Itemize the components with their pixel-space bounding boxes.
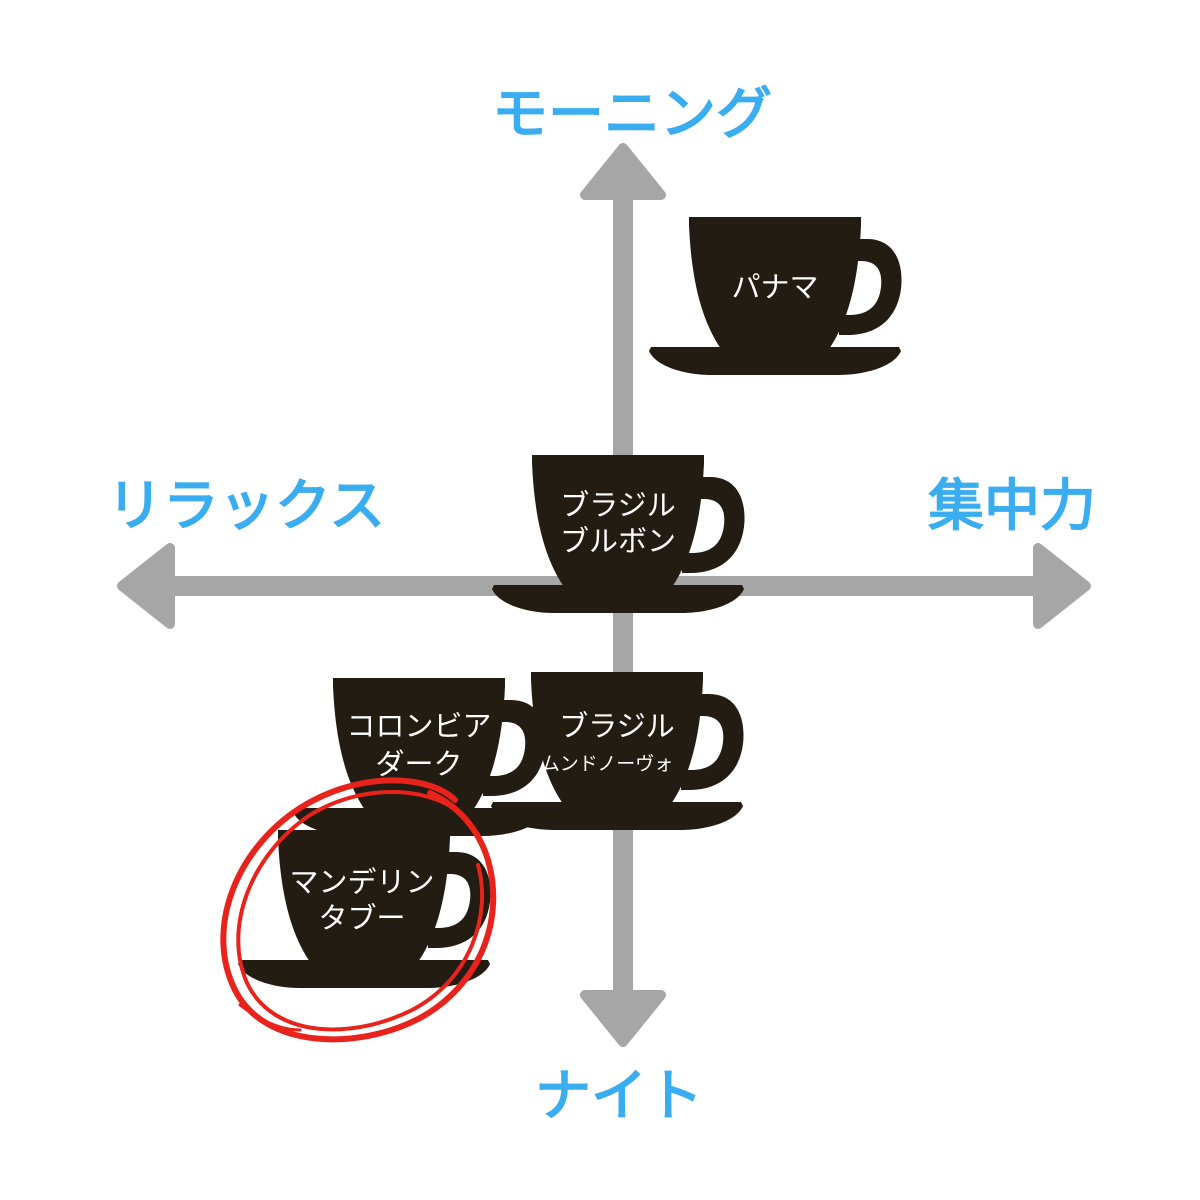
arrow-up-icon [580,143,666,200]
axis-label-bottom: ナイト [535,1064,703,1129]
axis-label-top: モーニング [492,82,772,147]
cup-brazil-bourbon: ブラジル ブルボン [492,455,745,613]
cup-label-line-1: マンデリン [289,865,434,899]
highlight-circle-icon [220,777,497,1043]
cup-label-line-2: タブー [318,901,405,935]
cup-label-line-2: ブルボン [560,524,676,558]
cup-label-line-1: ブラジル [559,709,674,743]
arrow-down-icon [580,990,666,1047]
cup-label-line-1: コロンビア [346,709,491,743]
arrow-right-icon [1033,543,1091,629]
axis-label-right: 集中力 [927,474,1096,539]
cup-label-line-1: ブラジル [560,488,675,522]
cup-label-line-1: パナマ [731,270,818,304]
cup-label-line-2: ムンドノーヴォ [541,753,674,775]
cup-brazil-mundo-novo: ブラジル ムンドノーヴォ [491,672,744,830]
cup-colombia-dark: コロンビア ダーク [293,678,546,836]
cup-mandheling-tabu: マンデリン タブー [238,830,491,988]
cup-label-line-2: ダーク [375,747,462,781]
arrow-left-icon [117,543,175,629]
axis-label-left: リラックス [107,474,385,539]
cup-panama: パナマ [649,217,902,375]
